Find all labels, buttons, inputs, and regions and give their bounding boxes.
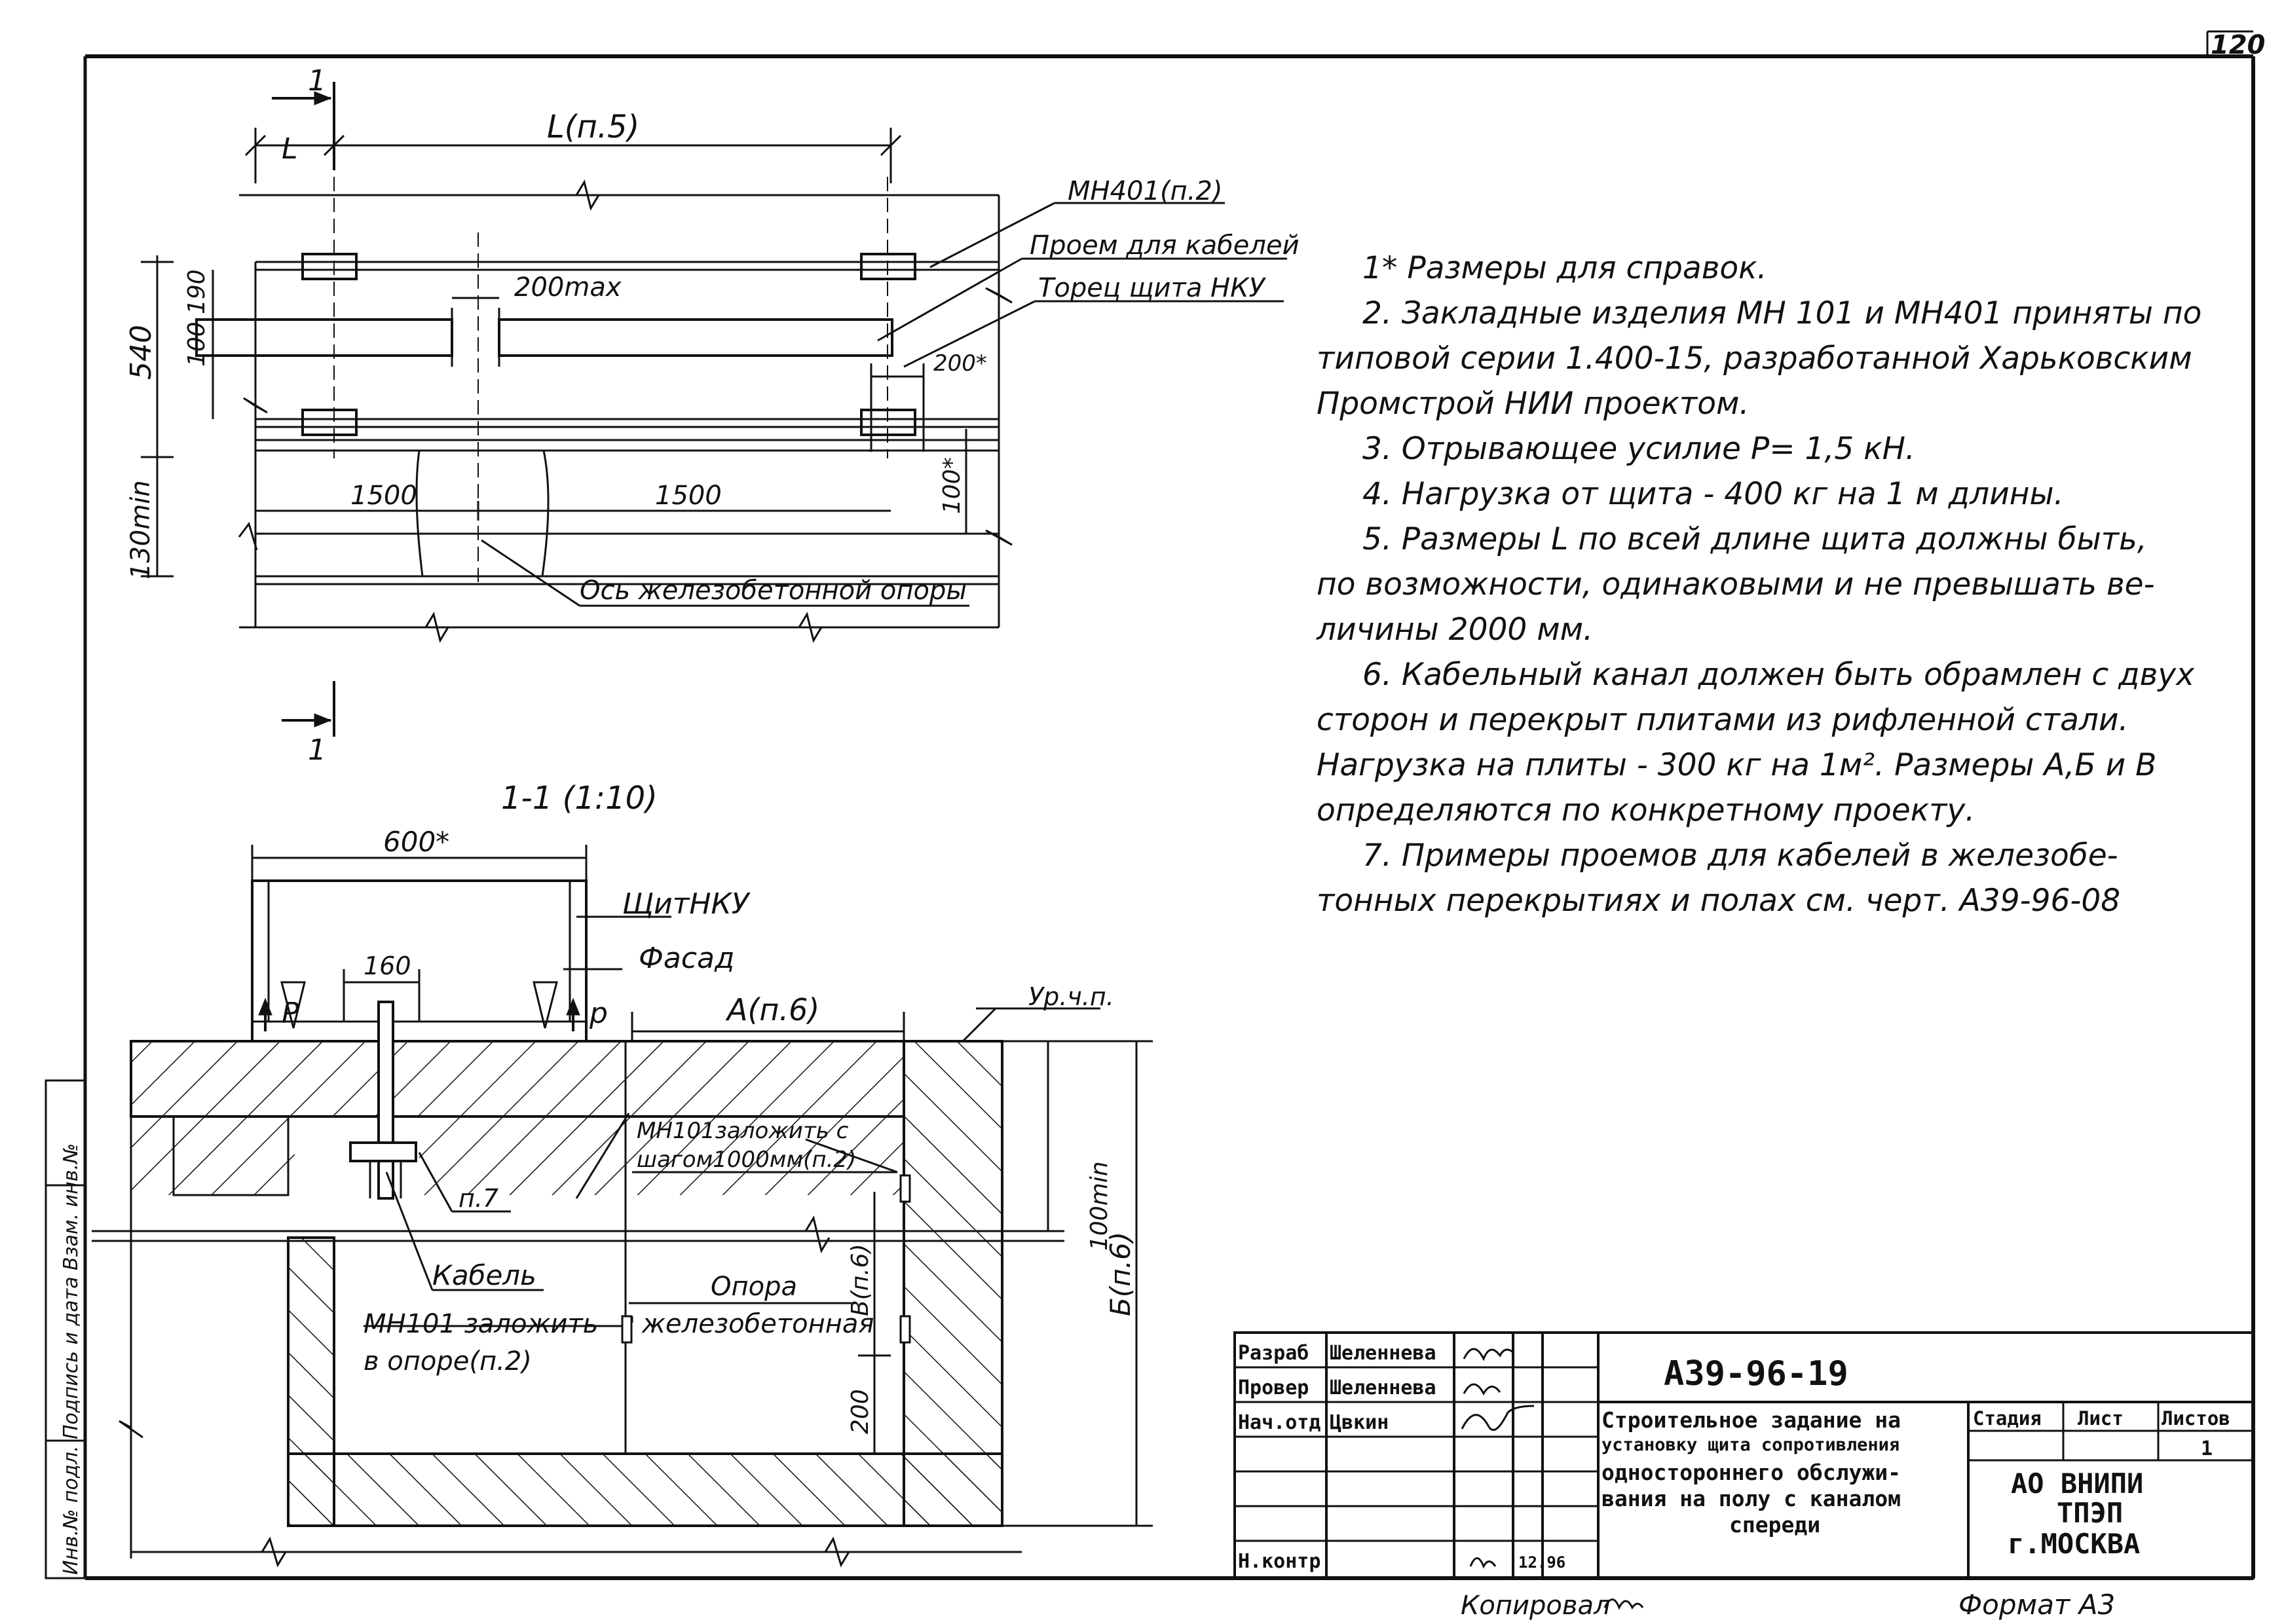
note-line: 4. Нагрузка от щита - 400 кг на 1 м длин… <box>1362 476 2064 512</box>
label-support-1: Опора <box>711 1272 797 1302</box>
tb-sheets-value: 1 <box>2201 1437 2213 1460</box>
note-line: определяются по конкретному проекту. <box>1317 792 1975 828</box>
tb-name-1: Шеленнева <box>1330 1342 1436 1365</box>
label-cable: Кабель <box>432 1259 536 1291</box>
label-mn401: МН401(п.2) <box>1068 176 1222 206</box>
label-panel-nku: ЩитНКУ <box>622 887 751 921</box>
label-cable-opening: Проем для кабелей <box>1030 231 1300 261</box>
note-line: 5. Размеры L по всей длине щита должны б… <box>1362 521 2147 557</box>
dim-200: 200 <box>847 1389 874 1434</box>
tb-org-3: г.МОСКВА <box>2008 1528 2140 1560</box>
label-facade: Фасад <box>639 942 734 975</box>
label-mn101-step-1: МН101заложить с <box>637 1118 849 1144</box>
dim-1500-left: 1500 <box>350 481 417 511</box>
dim-200-star: 200* <box>933 350 987 377</box>
note-line: по возможности, одинаковыми и не превыша… <box>1317 566 2155 602</box>
tb-desc-3: одностороннего обслужи- <box>1601 1460 1901 1485</box>
section-mark-top: 1 <box>308 64 326 98</box>
tb-col-sheet: Лист <box>2078 1407 2124 1430</box>
tb-date: 12.96 <box>1518 1553 1565 1572</box>
note-line: Нагрузка на плиты - 300 кг на 1м². Разме… <box>1317 747 2157 783</box>
tb-org-2: ТПЭП <box>2057 1497 2123 1529</box>
tb-col-stage: Стадия <box>1973 1407 2042 1430</box>
tb-desc-2: установку щита сопротивления <box>1601 1435 1900 1455</box>
label-mn101-support-1: МН101 заложить <box>364 1309 598 1339</box>
tb-role-3: Нач.отд <box>1238 1411 1320 1434</box>
title-block <box>1233 1331 2255 1579</box>
section-view <box>92 845 1153 1568</box>
dim-100-star: 100* <box>939 457 965 514</box>
tb-desc-4: вания на полу с каналом <box>1601 1486 1901 1511</box>
label-mn101-step-2: шагом1000мм(п.2) <box>637 1147 856 1173</box>
note-line: личины 2000 мм. <box>1317 612 1594 648</box>
dim-100: 100 <box>183 322 210 367</box>
section-mark-bottom: 1 <box>308 733 326 767</box>
sheet-number: 120 <box>2211 30 2266 60</box>
note-line: типовой серии 1.400-15, разработанной Ха… <box>1317 341 2192 377</box>
tb-col-sheets: Листов <box>2162 1407 2230 1430</box>
dim-130min: 130min <box>126 480 156 580</box>
dim-600: 600* <box>383 826 449 858</box>
label-mn101-support-2: в опоре(п.2) <box>364 1346 532 1376</box>
label-note-7: п.7 <box>459 1184 498 1213</box>
note-line: Промстрой НИИ проектом. <box>1317 386 1750 422</box>
dim-100min: 100min <box>1086 1161 1113 1251</box>
dim-B: Б(п.6) <box>1104 1232 1136 1316</box>
section-title: 1-1 (1:10) <box>501 780 658 817</box>
signatures <box>1461 1348 1535 1569</box>
note-line: 6. Кабельный канал должен быть обрамлен … <box>1362 657 2195 693</box>
tb-role-1: Разраб <box>1238 1342 1309 1365</box>
tb-desc-1: Строительное задание на <box>1601 1407 1901 1433</box>
label-support-axis: Ось железобетонной опоры <box>580 576 967 606</box>
label-panel-end: Торец щита НКУ <box>1038 273 1267 303</box>
dim-160: 160 <box>364 951 411 980</box>
notes: 1* Размеры для справок. 2. Закладные изд… <box>1317 246 2234 923</box>
note-line: 3. Отрывающее усилие Р= 1,5 кН. <box>1362 431 1915 467</box>
label-force-p-left: Р <box>282 997 299 1030</box>
dim-540: 540 <box>124 325 158 380</box>
footer-copied: Копировал <box>1461 1591 1611 1621</box>
label-support-2: железобетонная <box>641 1309 874 1339</box>
tb-desc-5: спереди <box>1729 1512 1820 1538</box>
side-stamp-label: Инв.№ подл. Подпись и дата Взам. инв.№ <box>60 1143 83 1575</box>
dim-190: 190 <box>183 269 210 314</box>
note-line: 7. Примеры проемов для кабелей в железоб… <box>1362 838 2118 874</box>
tb-name-2: Шеленнева <box>1330 1376 1436 1399</box>
dim-l: L <box>282 132 298 166</box>
note-line: 2. Закладные изделия МН 101 и МН401 прин… <box>1362 295 2202 331</box>
footer-format: Формат А3 <box>1958 1589 2115 1621</box>
plan-view <box>141 82 1287 737</box>
dim-A: А(п.6) <box>725 992 819 1027</box>
dim-200max: 200max <box>514 272 622 303</box>
tb-role-2: Провер <box>1238 1376 1309 1399</box>
tb-org-1: АО ВНИПИ <box>2011 1467 2143 1500</box>
note-line: 1* Размеры для справок. <box>1362 250 1767 286</box>
doc-code: А39-96-19 <box>1664 1354 1848 1393</box>
label-force-p-right: р <box>589 997 608 1030</box>
copied-signature <box>1603 1598 1644 1610</box>
tb-role-7: Н.контр <box>1238 1550 1320 1573</box>
note-line: тонных перекрытиях и полах см. черт. А39… <box>1317 883 2121 919</box>
dim-1500-right: 1500 <box>655 481 722 511</box>
label-floor-level: Ур.ч.п. <box>1028 982 1114 1011</box>
side-stamp <box>45 1079 86 1579</box>
note-line: сторон и перекрыт плитами из рифленной с… <box>1317 702 2129 738</box>
dim-V: В(п.6) <box>847 1244 874 1316</box>
dim-L: L(п.5) <box>547 109 639 145</box>
tb-name-3: Цвкин <box>1330 1411 1389 1434</box>
